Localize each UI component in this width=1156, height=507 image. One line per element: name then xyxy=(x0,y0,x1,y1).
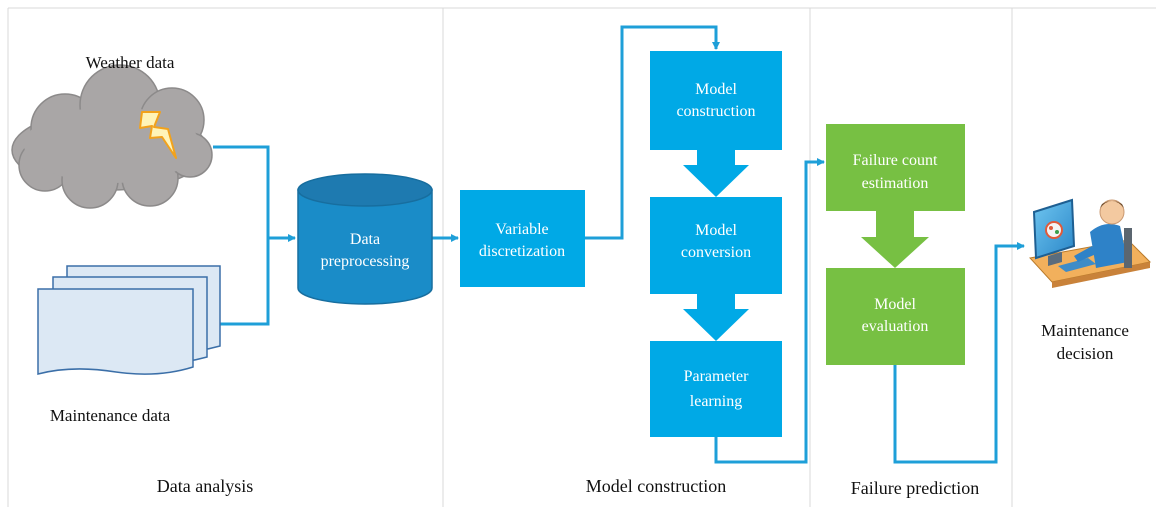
maintenance-decision-line-1: Maintenance xyxy=(1041,321,1129,340)
connector-evaluation-to-decision xyxy=(893,242,1025,464)
maintenance-data-label: Maintenance data xyxy=(50,406,171,425)
variable-discretization-line-2: discretization xyxy=(479,243,565,260)
failure-count-estimation-box xyxy=(826,124,965,211)
variable-discretization-box xyxy=(460,190,585,287)
model-construction-line-1: Model xyxy=(695,81,737,98)
failure-count-estimation-line-1: Failure count xyxy=(853,152,938,169)
model-evaluation-line-2: evaluation xyxy=(862,318,929,335)
down-arrow-construction-to-conversion xyxy=(683,150,749,197)
model-construction-box xyxy=(650,51,782,150)
weather-data-label: Weather data xyxy=(86,53,175,72)
connectors xyxy=(213,25,1025,464)
failure-count-estimation-line-2: estimation xyxy=(862,175,929,192)
model-evaluation-box xyxy=(826,268,965,365)
model-construction-line-2: construction xyxy=(676,103,755,120)
storm-cloud-icon xyxy=(11,64,213,209)
model-conversion-line-1: Model xyxy=(695,222,737,239)
data-preprocessing-line-1: Data xyxy=(350,231,380,248)
parameter-learning-box xyxy=(650,341,782,437)
section-dividers xyxy=(7,7,1156,507)
connector-learning-to-failure-count xyxy=(714,158,825,464)
data-preprocessing-line-2: preprocessing xyxy=(321,253,410,270)
down-arrow-conversion-to-learning xyxy=(683,294,749,341)
section-label-failure-prediction: Failure prediction xyxy=(851,478,979,498)
parameter-learning-line-2: learning xyxy=(690,393,742,410)
document-stack-icon xyxy=(37,265,221,375)
parameter-learning-line-1: Parameter xyxy=(684,368,750,385)
variable-discretization-line-1: Variable xyxy=(495,221,548,238)
section-label-data-analysis: Data analysis xyxy=(157,476,253,496)
model-conversion-line-2: conversion xyxy=(681,244,751,261)
connector-discretization-to-model-construction xyxy=(585,25,720,240)
model-evaluation-line-1: Model xyxy=(874,296,916,313)
connector-weather-to-merge xyxy=(213,145,270,238)
database-cylinder-icon xyxy=(297,173,433,305)
maintenance-decision-line-2: decision xyxy=(1057,344,1114,363)
lightning-bolt-icon xyxy=(139,111,177,159)
computer-user-icon xyxy=(1029,198,1152,288)
model-conversion-box xyxy=(650,197,782,294)
down-arrow-estimation-to-evaluation xyxy=(861,211,929,268)
section-label-model-construction: Model construction xyxy=(586,476,726,496)
connector-maintenance-to-merge xyxy=(218,238,270,326)
